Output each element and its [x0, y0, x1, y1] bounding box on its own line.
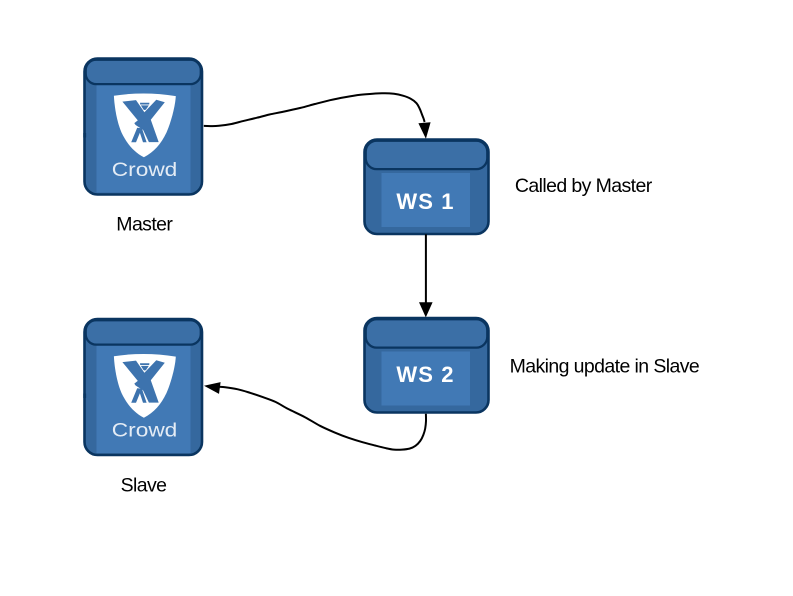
svg-text:Master: Master — [116, 214, 173, 236]
svg-text:WS 2: WS 2 — [396, 362, 454, 387]
svg-text:WS 1: WS 1 — [396, 189, 454, 214]
svg-text:Called by Master: Called by Master — [515, 175, 653, 197]
svg-text:Making update in Slave: Making update in Slave — [510, 355, 700, 377]
svg-text:Slave: Slave — [121, 475, 167, 497]
